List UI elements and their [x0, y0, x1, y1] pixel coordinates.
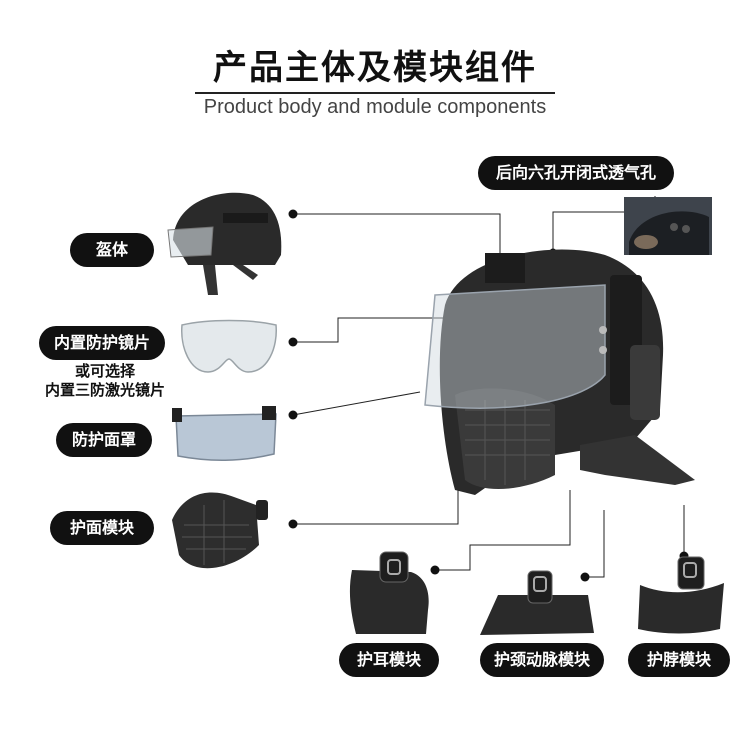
label-shell: 盔体	[70, 233, 154, 267]
label-ear-module: 护耳模块	[339, 643, 439, 677]
vent-photo-image	[624, 197, 712, 255]
main-helmet-image	[424, 249, 695, 495]
carotid-module-image	[480, 570, 594, 635]
label-neck-module: 护脖模块	[628, 643, 730, 677]
label-vent: 后向六孔开闭式透气孔	[478, 156, 674, 190]
label-carotid-module: 护颈动脉模块	[480, 643, 604, 677]
note-optional-line1: 或可选择	[74, 362, 135, 380]
face-mask-image	[172, 492, 268, 569]
inner-lens-image	[181, 319, 277, 373]
label-face-module: 护面模块	[50, 511, 154, 545]
helmet-shell-image	[167, 192, 282, 295]
page-title: 产品主体及模块组件	[213, 48, 537, 88]
note-optional: 或可选择 内置三防激光镜片	[20, 362, 190, 400]
face-shield-image	[172, 406, 277, 461]
title-divider	[195, 92, 555, 94]
neck-module-image	[638, 556, 724, 634]
label-face-shield: 防护面罩	[56, 423, 152, 457]
page-subtitle: Product body and module components	[203, 96, 547, 118]
label-inner-lens: 内置防护镜片	[39, 326, 165, 360]
note-optional-line2: 内置三防激光镜片	[44, 381, 165, 399]
ear-module-image	[349, 551, 429, 634]
